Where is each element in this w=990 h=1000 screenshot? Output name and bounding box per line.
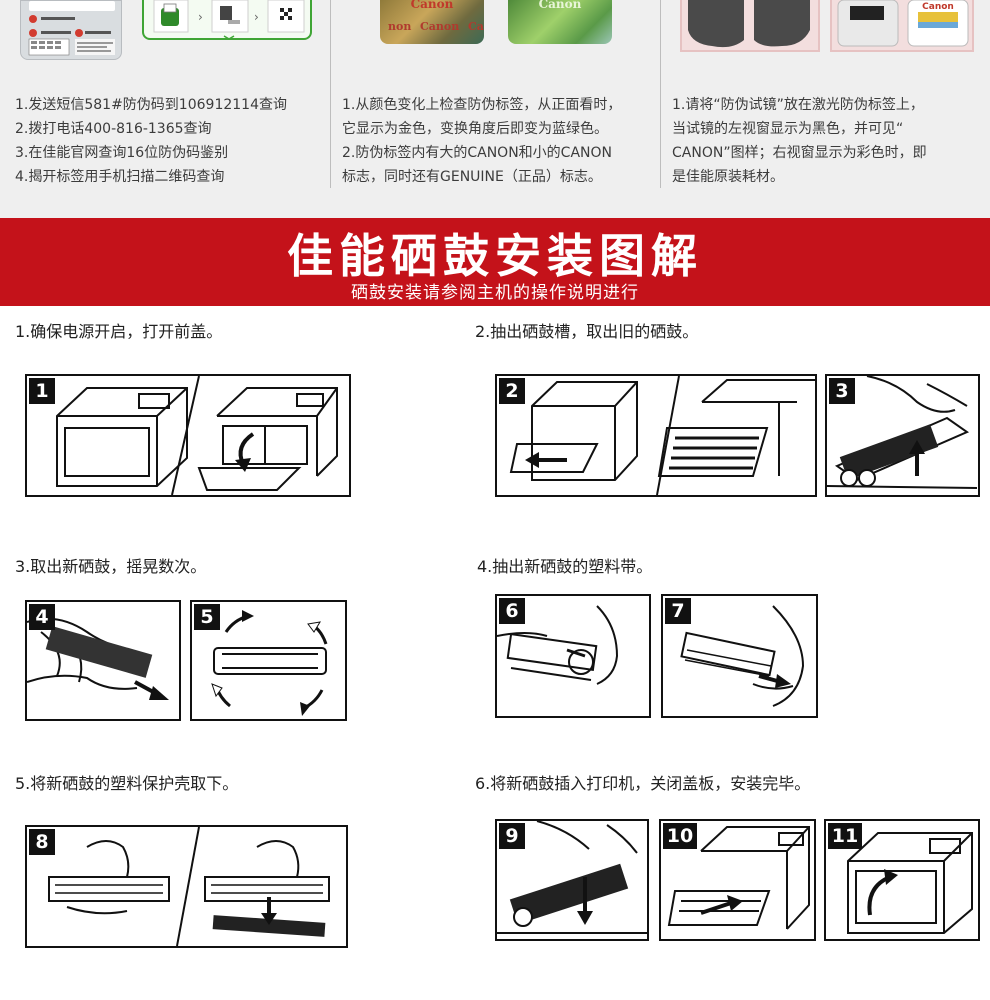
hologram-gold-image: Canon non Canon Ca (380, 0, 484, 44)
panel-3-remove-old-cartridge: 3 (825, 374, 980, 497)
step-6-text: 6.将新硒鼓插入打印机，关闭盖板，安装完毕。 (475, 774, 811, 793)
lens-comparison-illustration: Canon (837, 0, 969, 47)
description-line: CANON”图样；右视窗显示为彩色时，即 (672, 145, 927, 161)
column-divider (330, 0, 331, 188)
step-1-text: 1.确保电源开启，打开前盖。 (15, 322, 223, 341)
panel-number: 11 (828, 823, 862, 849)
hologram-label: Canon (539, 0, 582, 11)
svg-text:›: › (254, 10, 259, 24)
method-line: 2.拨打电话400-816-1365查询 (15, 121, 212, 137)
method-line: 4.揭开标签用手机扫描二维码查询 (15, 169, 225, 185)
description-line: 2.防伪标签内有大的CANON和小的CANON (342, 145, 612, 161)
hologram-green-illustration: Canon (539, 0, 582, 11)
sms-card-illustration (28, 1, 115, 56)
hologram-gold-illustration: Canon non Canon Ca (388, 0, 484, 33)
lens-description: 1.请将“防伪试镜”放在激光防伪标签上， 当试镜的左视窗显示为黑色，并可见“ C… (672, 93, 927, 189)
open-front-cover-illustration (56, 376, 338, 495)
qr-scan-illustration: › › (153, 0, 305, 38)
shake-cartridge-illustration (211, 610, 328, 716)
step-2-text: 2.抽出硒鼓槽，取出旧的硒鼓。 (475, 322, 699, 341)
qr-scan-steps-image: › › (142, 0, 312, 40)
description-line: 它显示为金色，变换角度后即变为蓝绿色。 (342, 121, 608, 137)
panel-8-remove-protective-cover: 8 (25, 825, 348, 948)
panel-number: 1 (29, 378, 55, 404)
description-line: 标志，同时还有GENUINE（正品）标志。 (342, 169, 602, 185)
panel-11-close-cover: 11 (824, 819, 980, 941)
inspection-lens-image (680, 0, 820, 52)
panel-10-push-drawer-in: 10 (659, 819, 816, 941)
description-line: 1.从颜色变化上检查防伪标签，从正面看时， (342, 97, 622, 113)
description-line: 当试镜的左视窗显示为黑色，并可见“ (672, 121, 904, 137)
sms-card-image (20, 0, 122, 60)
panel-4-take-out-new-cartridge: 4 (25, 600, 181, 721)
panel-number: 9 (499, 823, 525, 849)
arrow-icon (566, 648, 586, 658)
svg-text:Canon: Canon (420, 20, 459, 33)
section-banner (0, 218, 990, 306)
svg-text:non: non (388, 20, 411, 33)
svg-text:Ca: Ca (468, 20, 484, 33)
panel-number: 7 (665, 598, 691, 624)
description-line: 1.请将“防伪试镜”放在激光防伪标签上， (672, 97, 924, 113)
step-4-text: 4.抽出新硒鼓的塑料带。 (477, 557, 653, 576)
hologram-green-image: Canon (508, 0, 612, 44)
remove-cover-illustration (48, 827, 330, 946)
step-3-text: 3.取出新硒鼓，摇晃数次。 (15, 557, 207, 576)
panel-number: 3 (829, 378, 855, 404)
description-line: 是佳能原装耗材。 (672, 169, 784, 185)
push-drawer-illustration (667, 826, 810, 930)
panel-5-shake-cartridge: 5 (190, 600, 347, 721)
arrow-icon (211, 610, 328, 716)
pull-out-drawer-illustration (509, 376, 815, 495)
panel-number: 6 (499, 598, 525, 624)
column-divider (660, 0, 661, 188)
arrow-icon (700, 901, 732, 915)
hologram-description: 1.从颜色变化上检查防伪标签，从正面看时， 它显示为金色，变换角度后即变为蓝绿色… (342, 93, 621, 189)
lens-comparison-image: Canon (830, 0, 974, 52)
panel-9-insert-cartridge: 9 (495, 819, 649, 941)
close-cover-illustration (847, 832, 973, 934)
banner-subtitle: 硒鼓安装请参阅主机的操作说明进行 (351, 283, 639, 303)
panel-7-tape-removed: 7 (661, 594, 818, 718)
hologram-label: Canon (411, 0, 454, 11)
panel-number: 8 (29, 829, 55, 855)
banner-title: 佳能硒鼓安装图解 (287, 229, 703, 283)
panel-number: 4 (29, 604, 55, 630)
insert-cartridge-illustration (497, 821, 647, 934)
pull-tape-illustration (497, 605, 619, 685)
panel-number: 2 (499, 378, 525, 404)
panel-number: 10 (663, 823, 697, 849)
verification-methods-list: 1.发送短信581#防伪码到106912114查询 2.拨打电话400-816-… (15, 93, 287, 189)
panel-6-pull-sealing-tape: 6 (495, 594, 651, 718)
inspection-lens-illustration (688, 0, 810, 48)
svg-text:›: › (198, 10, 203, 24)
method-line: 3.在佳能官网查询16位防伪码鉴别 (15, 145, 229, 161)
remove-cartridge-illustration (827, 376, 978, 489)
panel-1-power-on-open-cover: 1 (25, 374, 351, 497)
method-line: 1.发送短信581#防伪码到106912114查询 (15, 97, 287, 113)
tape-removed-illustration (680, 605, 805, 707)
lens-label: Canon (922, 2, 954, 12)
step-5-text: 5.将新硒鼓的塑料保护壳取下。 (15, 774, 239, 793)
qr-code-icon (280, 8, 292, 20)
panel-2-pull-out-drawer: 2 (495, 374, 817, 497)
panel-number: 5 (194, 604, 220, 630)
